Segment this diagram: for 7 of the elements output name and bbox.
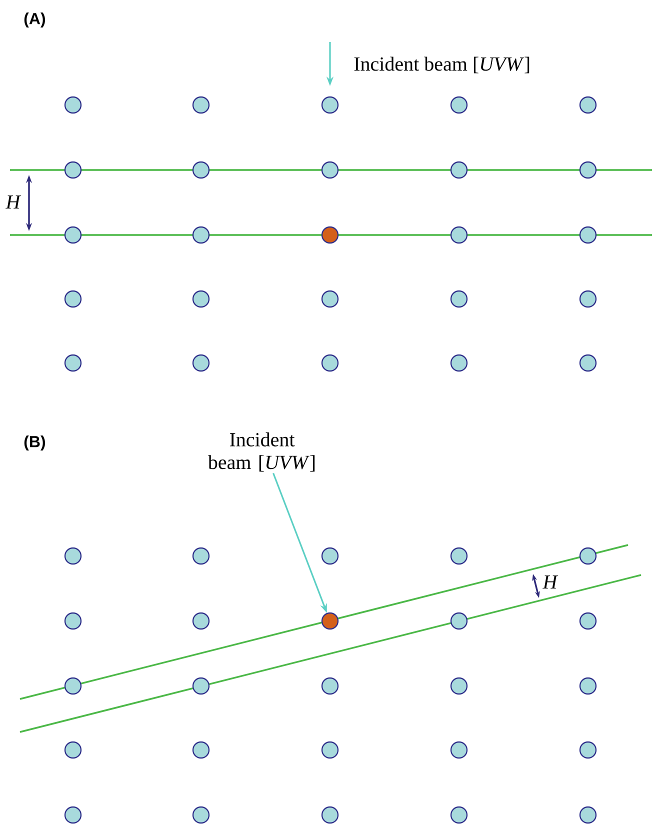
dimension-label: H xyxy=(6,195,22,209)
atom xyxy=(321,612,339,630)
beam-label: Incident beam [UVW] xyxy=(208,432,315,472)
panel-label: (A) xyxy=(24,12,46,28)
panel-label: (B) xyxy=(24,436,46,450)
beam-label: Incident beam [UVW] xyxy=(354,56,530,74)
dimension-label: H xyxy=(542,575,558,589)
